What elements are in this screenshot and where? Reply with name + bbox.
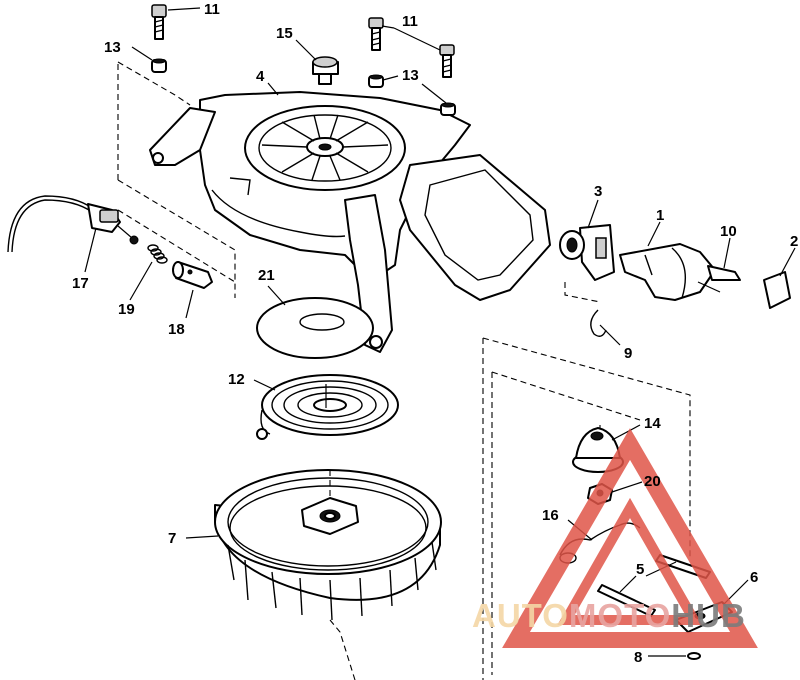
callout-20: 20 xyxy=(644,473,661,490)
callout-15: 15 xyxy=(276,25,293,42)
callout-3: 3 xyxy=(594,183,602,200)
pulley-7 xyxy=(214,469,442,621)
label-2 xyxy=(763,271,791,309)
callout-5: 5 xyxy=(636,561,644,578)
washer-13-left xyxy=(151,58,167,73)
watermark-text: AUTOMOTOHUB xyxy=(472,597,746,634)
callout-8: 8 xyxy=(634,649,642,666)
watermark-part-1: AUTO xyxy=(472,597,569,634)
plate-21 xyxy=(256,297,374,359)
callout-13a: 13 xyxy=(104,39,121,56)
watermark-triangle xyxy=(502,428,758,648)
plunger-18 xyxy=(172,261,213,289)
watermark-part-2: MOTO xyxy=(569,597,671,634)
callout-10: 10 xyxy=(720,223,737,240)
watermark-part-3: HUB xyxy=(671,597,746,634)
leader-lines xyxy=(84,7,796,657)
spring-12 xyxy=(256,374,399,440)
callout-17: 17 xyxy=(72,275,89,292)
callout-6: 6 xyxy=(750,569,758,586)
callout-9: 9 xyxy=(624,345,632,362)
callout-11b: 11 xyxy=(402,13,418,30)
callout-13b: 13 xyxy=(402,67,419,84)
callout-16: 16 xyxy=(542,507,559,524)
clip-9 xyxy=(590,309,607,337)
bolt-15 xyxy=(312,56,339,85)
callout-18: 18 xyxy=(168,321,185,338)
screw-11-right-a xyxy=(368,17,384,51)
callout-1: 1 xyxy=(656,207,664,224)
callout-14: 14 xyxy=(644,415,661,432)
callout-4: 4 xyxy=(256,68,265,85)
callout-21: 21 xyxy=(258,267,275,284)
rope-guide-3 xyxy=(559,224,615,281)
callout-7: 7 xyxy=(168,530,176,547)
washer-13-right-b xyxy=(440,102,456,116)
assembly-guides xyxy=(117,61,691,680)
callout-2: 2 xyxy=(790,233,798,250)
callout-11a: 11 xyxy=(204,1,220,18)
washer-13-right-a xyxy=(368,74,384,88)
insert-10 xyxy=(697,265,741,293)
screw-11-right-b xyxy=(439,44,455,78)
clip-8 xyxy=(687,652,701,660)
handle-1 xyxy=(619,243,716,301)
callout-12: 12 xyxy=(228,371,245,388)
screw-11-left xyxy=(151,4,167,40)
callout-19: 19 xyxy=(118,301,135,318)
callout-numbers: 11 13 15 11 13 4 3 1 10 2 17 19 18 21 9 … xyxy=(72,1,798,666)
spring-19 xyxy=(147,244,168,264)
recoil-housing xyxy=(149,91,551,353)
cable-17 xyxy=(7,195,139,253)
